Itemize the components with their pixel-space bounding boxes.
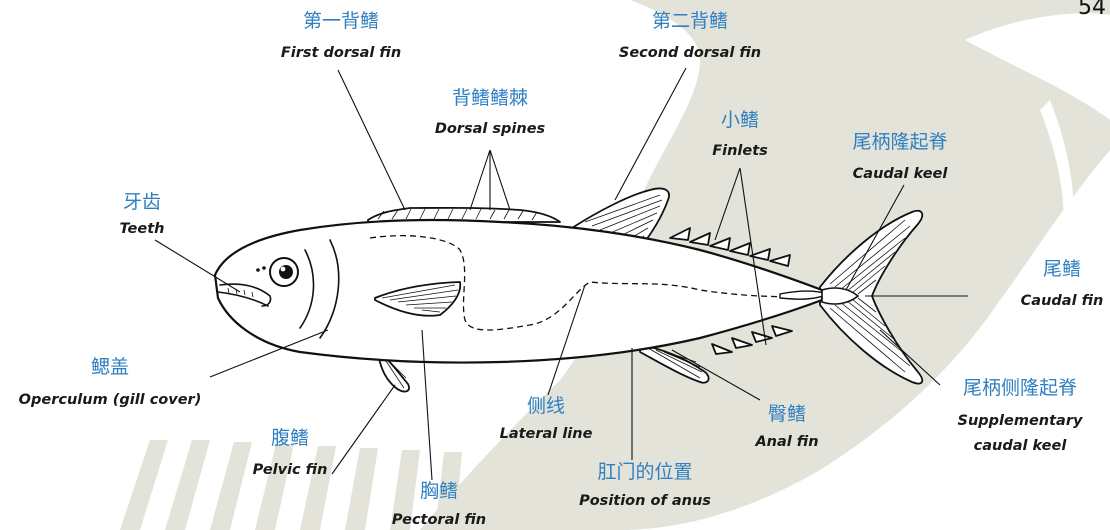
label-second-dorsal-fin-en: Second dorsal fin (619, 45, 761, 61)
label-second-dorsal-fin-zh: 第二背鳍 (652, 10, 728, 32)
label-first-dorsal-fin-zh: 第一背鳍 (303, 10, 379, 32)
nostril-dot (256, 268, 260, 272)
label-operculum-en: Operculum (gill cover) (19, 392, 202, 408)
label-caudal-fin-en: Caudal fin (1021, 293, 1104, 309)
label-caudal-keel-zh: 尾柄隆起脊 (852, 131, 947, 153)
label-anal-fin-en: Anal fin (754, 434, 818, 450)
label-dorsal-spines-zh: 背鳍鳍棘 (452, 87, 528, 109)
label-caudal-keel-en: Caudal keel (853, 166, 949, 182)
label-anal-fin-zh: 臀鳍 (768, 403, 806, 425)
label-supplementary-keel-en-1: Supplementary (958, 413, 1083, 429)
label-first-dorsal-fin-en: First dorsal fin (281, 45, 401, 61)
label-pectoral-fin-zh: 胸鳍 (420, 480, 458, 502)
label-anus-en: Position of anus (579, 493, 711, 509)
label-lateral-line-en: Lateral line (500, 426, 593, 442)
label-supplementary-keel-en-2: caudal keel (974, 438, 1068, 454)
label-dorsal-spines-en: Dorsal spines (435, 121, 546, 137)
label-operculum-zh: 鳃盖 (91, 356, 129, 378)
label-finlets-zh: 小鳍 (721, 109, 759, 131)
label-lateral-line-zh: 侧线 (527, 395, 565, 417)
label-pectoral-fin-en: Pectoral fin (392, 512, 486, 528)
page-number: 54 (1078, 0, 1106, 20)
label-teeth-en: Teeth (120, 221, 165, 237)
label-pelvic-fin-zh: 腹鳍 (271, 427, 309, 449)
label-finlets-en: Finlets (712, 143, 768, 159)
label-anus-zh: 肛门的位置 (597, 461, 692, 483)
label-teeth-zh: 牙齿 (123, 191, 161, 213)
label-caudal-fin-zh: 尾鳍 (1043, 258, 1081, 280)
label-pelvic-fin-en: Pelvic fin (253, 462, 328, 478)
label-supplementary-keel-zh: 尾柄侧隆起脊 (963, 377, 1077, 399)
